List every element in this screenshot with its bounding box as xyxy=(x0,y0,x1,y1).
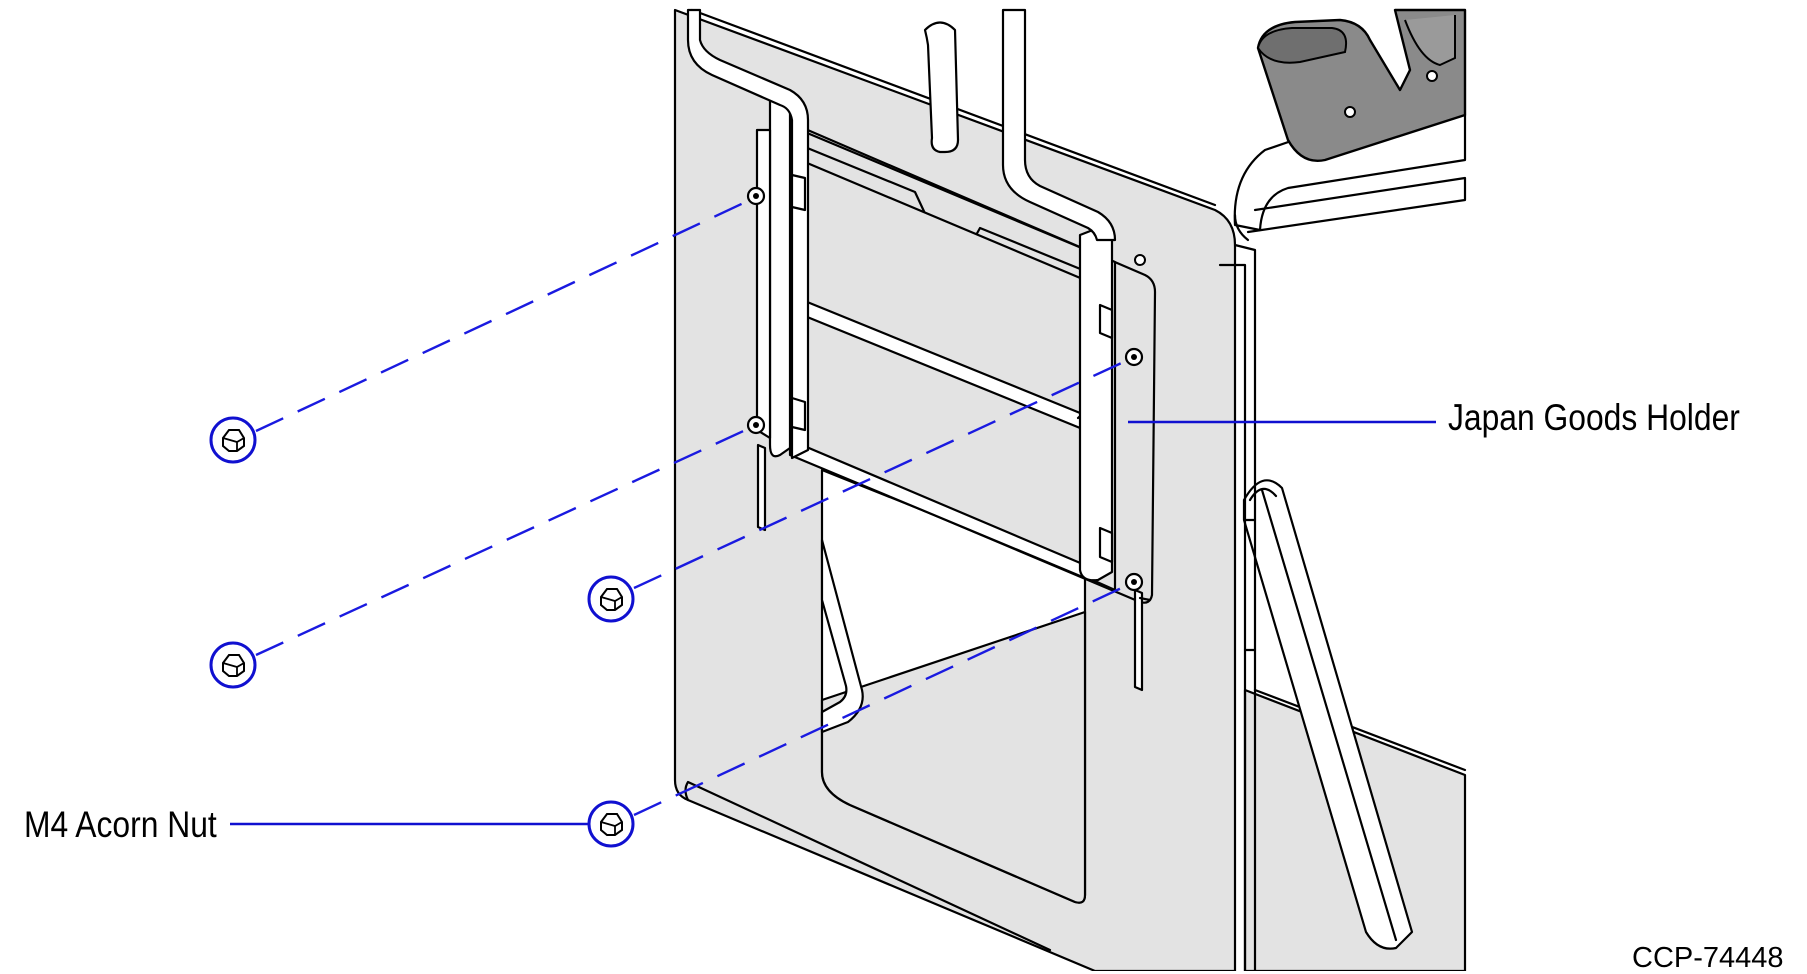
acorn-nut-icon xyxy=(587,800,635,848)
rear-wire-leg xyxy=(1242,479,1414,950)
stud-icon xyxy=(746,415,766,435)
acorn-nut-label: M4 Acorn Nut xyxy=(24,804,217,845)
stud-icon xyxy=(1124,347,1144,367)
acorn-nut-icon xyxy=(209,641,257,689)
stud-icon xyxy=(746,186,766,206)
japan-goods-holder xyxy=(686,8,1157,692)
front-wire-leg xyxy=(820,538,864,734)
stud-icon xyxy=(1124,572,1144,592)
figure-id: CCP-74448 xyxy=(1632,942,1784,974)
japan-goods-holder-label: Japan Goods Holder xyxy=(1448,397,1740,438)
acorn-nut-icon xyxy=(209,416,257,464)
tablet-grip xyxy=(1256,8,1467,162)
acorn-nut-icon xyxy=(587,575,635,623)
